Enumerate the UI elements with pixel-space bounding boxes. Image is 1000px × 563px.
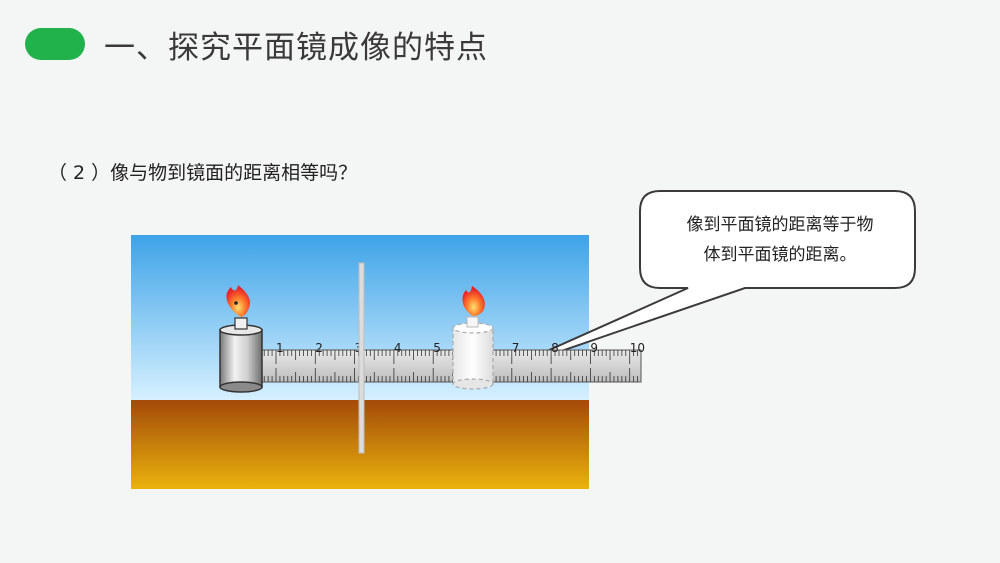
ruler-number: 9 bbox=[590, 341, 598, 355]
ruler-number: 5 bbox=[433, 341, 441, 355]
ruler-number: 2 bbox=[315, 341, 323, 355]
page-title: 一、探究平面镜成像的特点 bbox=[104, 30, 488, 66]
candle-object bbox=[219, 285, 263, 393]
ruler-number: 8 bbox=[551, 341, 559, 355]
ruler-number: 4 bbox=[394, 341, 402, 355]
question-text: （ 2 ）像与物到镜面的距离相等吗？ bbox=[48, 162, 358, 184]
candle-image bbox=[452, 286, 494, 390]
ruler-number: 7 bbox=[512, 341, 520, 355]
ruler-number: 1 bbox=[276, 341, 284, 355]
title-marker-pill bbox=[25, 28, 85, 60]
speech-bubble bbox=[499, 190, 916, 373]
callout-line-2: 体到平面镜的距离。 bbox=[703, 245, 857, 265]
glass-plate-mirror bbox=[358, 262, 365, 454]
ruler-number: 10 bbox=[630, 341, 645, 355]
callout-text: 像到平面镜的距离等于物 体到平面镜的距离。 bbox=[655, 210, 905, 270]
ruler-number: 3 bbox=[355, 341, 363, 355]
callout-line-1: 像到平面镜的距离等于物 bbox=[686, 215, 874, 235]
